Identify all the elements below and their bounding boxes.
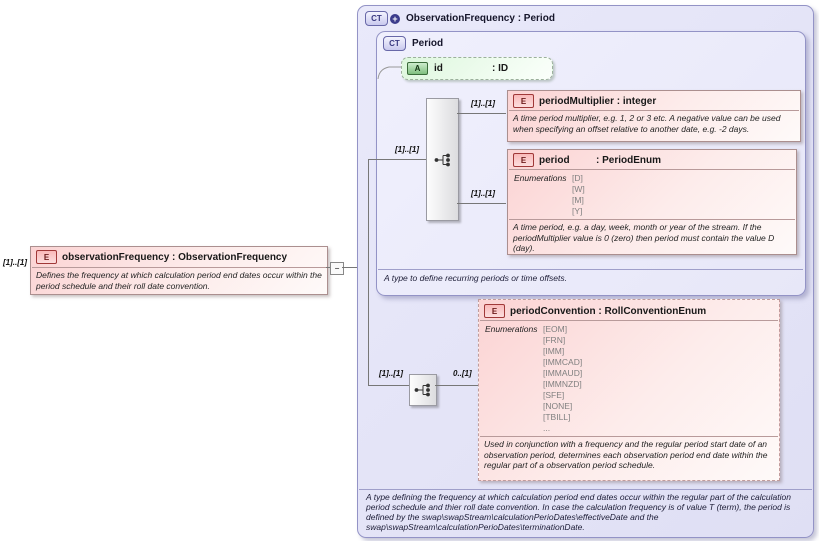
- element-icon: E: [484, 304, 505, 318]
- enumerations-block: Enumerations [D] [W] [M] [Y]: [508, 170, 796, 219]
- element-name: period: [539, 154, 570, 166]
- enum-value: [IMMCAD]: [543, 357, 583, 367]
- cardinality-label: [1]..[1]: [395, 145, 419, 154]
- enum-value: [TBILL]: [543, 412, 571, 422]
- element-description: Defines the frequency at which calculati…: [36, 270, 322, 291]
- divider: [480, 320, 778, 321]
- element-description: A time period, e.g. a day, week, month o…: [513, 222, 775, 253]
- divider: [509, 110, 799, 111]
- element-description: Used in conjunction with a frequency and…: [484, 439, 768, 470]
- complextype-title: ObservationFrequency : Period: [406, 13, 555, 24]
- element-icon: E: [513, 153, 534, 167]
- complextype-icon: CT: [383, 36, 406, 51]
- connector-line: [368, 385, 409, 386]
- element-icon: E: [36, 250, 57, 264]
- enum-value: [IMMAUD]: [543, 368, 583, 378]
- element-description: A time period multiplier, e.g. 1, 2 or 3…: [513, 113, 781, 134]
- collapse-handle[interactable]: −: [330, 262, 344, 275]
- element-periodMultiplier[interactable]: E periodMultiplier : integer A time peri…: [507, 90, 801, 142]
- enumerations-block: Enumerations [EOM] [FRN] [IMM] [IMMCAD] …: [479, 321, 779, 436]
- enumerations-label: Enumerations: [514, 173, 567, 183]
- enum-value: [M]: [572, 195, 584, 205]
- element-type: : PeriodEnum: [596, 154, 662, 166]
- attribute-icon: A: [407, 62, 428, 75]
- attribute-type: : ID: [492, 63, 509, 74]
- cardinality-label: [1]..[1]: [471, 189, 495, 198]
- enum-value: [NONE]: [543, 401, 573, 411]
- connector-line: [457, 113, 506, 114]
- enum-value: [IMMNZD]: [543, 379, 582, 389]
- element-icon: E: [513, 94, 534, 108]
- divider: [509, 169, 795, 170]
- divider: [359, 489, 812, 490]
- enumerations-label: Enumerations: [485, 324, 538, 334]
- complextype-icon: CT: [365, 11, 388, 26]
- element-observationFrequency[interactable]: E observationFrequency : ObservationFreq…: [30, 246, 328, 295]
- sequence-icon: [434, 153, 450, 166]
- root-cardinality: [1]..[1]: [3, 258, 27, 267]
- enum-value: [FRN]: [543, 335, 566, 345]
- enum-value: [Y]: [572, 206, 583, 216]
- element-period[interactable]: E period : PeriodEnum Enumerations [D] […: [507, 149, 797, 255]
- minus-icon: −: [334, 263, 340, 273]
- element-title: observationFrequency : ObservationFreque…: [62, 251, 288, 263]
- sequence-icon: [414, 383, 430, 397]
- connector-line: [368, 159, 426, 160]
- connector-line: [326, 267, 330, 268]
- sequence-connector[interactable]: [409, 374, 437, 406]
- enum-value: [IMM]: [543, 346, 565, 356]
- attribute-bracket-icon: [377, 66, 403, 80]
- enum-value: [D]: [572, 173, 583, 183]
- divider: [378, 269, 803, 270]
- divider: [509, 219, 795, 220]
- cardinality-label: [1]..[1]: [471, 99, 495, 108]
- connector-line: [435, 385, 478, 386]
- ct-plus-icon: +: [390, 13, 400, 24]
- enum-value: ...: [543, 423, 551, 433]
- attribute-name: id: [434, 63, 443, 74]
- element-title: periodConvention : RollConventionEnum: [510, 305, 707, 317]
- divider: [480, 436, 778, 437]
- sequence-connector[interactable]: [426, 98, 459, 221]
- connector-bus: [368, 159, 369, 386]
- cardinality-label: [1]..[1]: [379, 369, 403, 378]
- connector-line: [457, 203, 506, 204]
- attribute-id[interactable]: A id : ID: [401, 57, 553, 80]
- enum-value: [EOM]: [543, 324, 568, 334]
- basetype-annotation: A type to define recurring periods or ti…: [384, 273, 567, 283]
- divider: [32, 267, 326, 268]
- element-title: periodMultiplier : integer: [539, 95, 657, 107]
- complextype-annotation: A type defining the frequency at which c…: [366, 492, 791, 532]
- basetype-title: Period: [412, 38, 444, 49]
- connector-line: [342, 267, 357, 268]
- element-periodConvention[interactable]: E periodConvention : RollConventionEnum …: [478, 299, 780, 481]
- enum-value: [W]: [572, 184, 585, 194]
- cardinality-label: 0..[1]: [453, 369, 472, 378]
- complextype-observationfrequency[interactable]: CT + ObservationFrequency : Period CT Pe…: [357, 5, 814, 538]
- enum-value: [SFE]: [543, 390, 565, 400]
